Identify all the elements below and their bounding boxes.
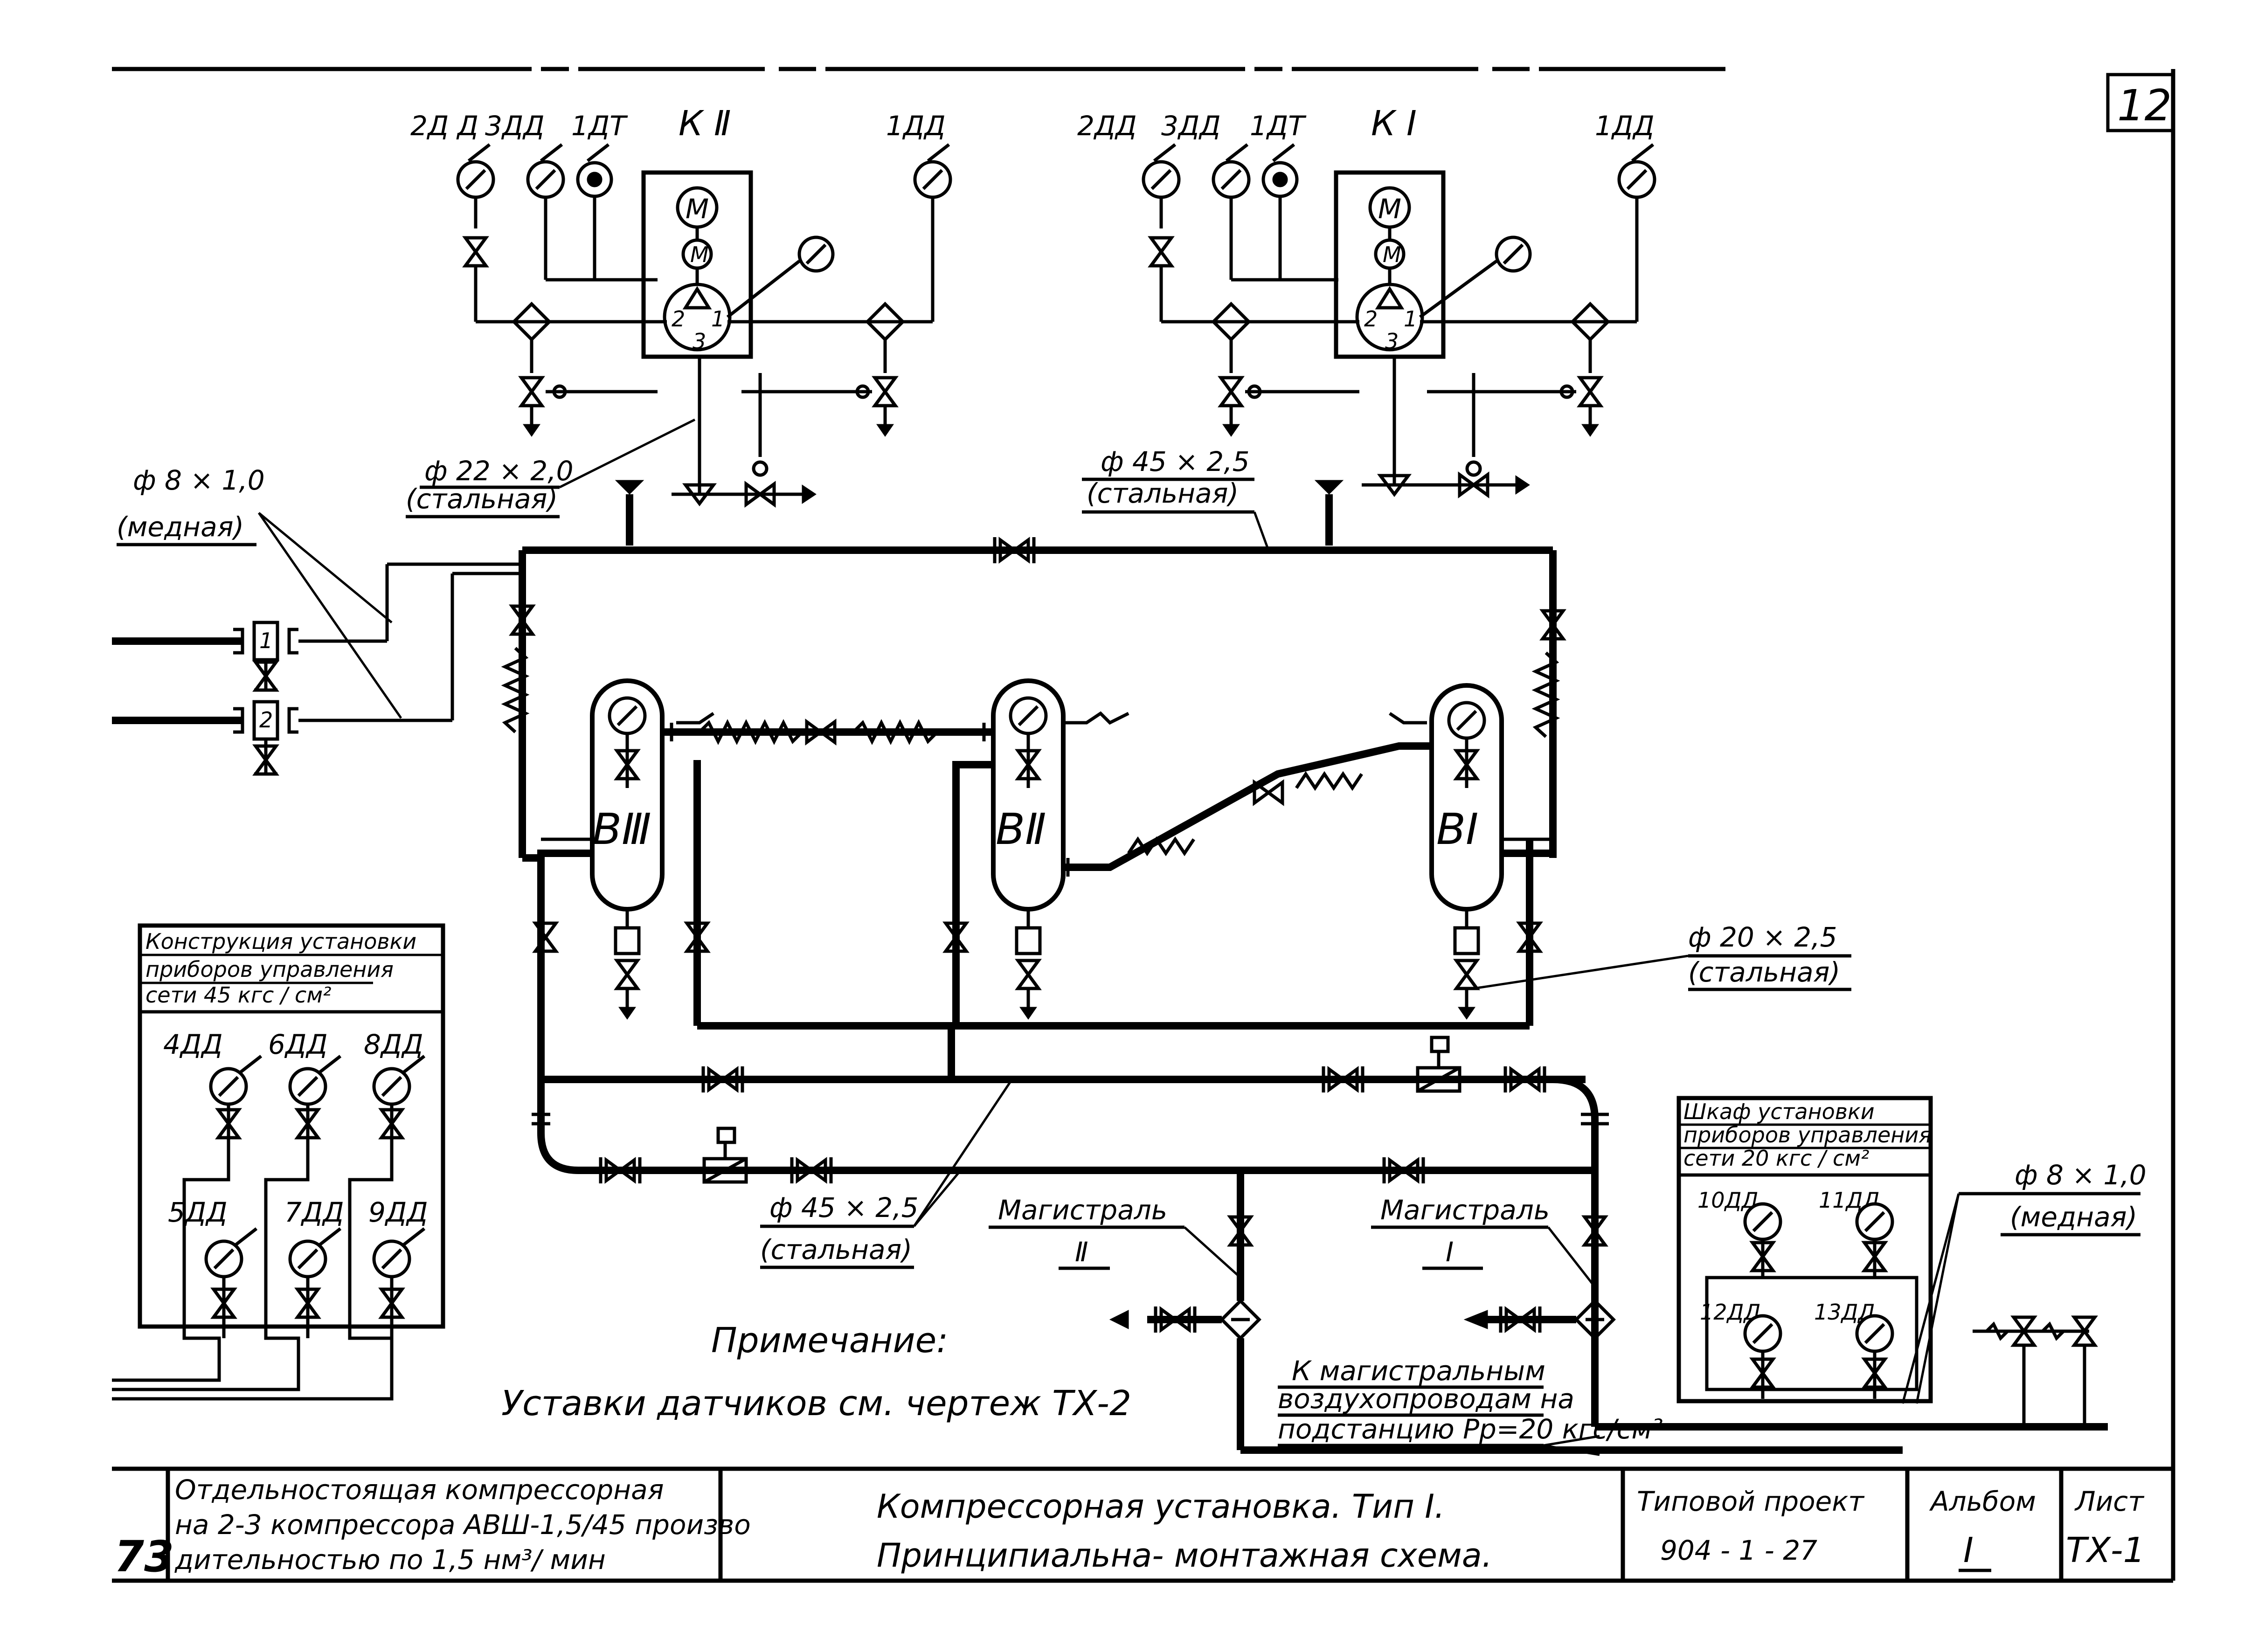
k2-steel-material: (стальная) [406,483,558,515]
bottom-steel-material: (стальная) [760,1234,912,1265]
left-gauge-4dd: 4ДД [163,1029,223,1060]
destination-line-1: К магистральным [1292,1355,1545,1387]
receiver-piping [522,711,1609,1352]
k1-steel-material: (стальная) [1087,477,1239,509]
k1-gauge-1dt: 1ДТ [1250,110,1307,142]
title-block: 73 Отдельностоящая компрессорная на 2-3 … [112,1466,2173,1583]
k2-motor: M [686,193,709,225]
right-copper-material: (медная) [2010,1201,2137,1233]
compressor-k1: 2ДД 3ДД 1ДТ К Ⅰ 1ДД M M 2 1 3 [1077,104,1655,546]
right-panel-title-3: сети 20 кгс / см² [1683,1146,1869,1171]
description-line-2: на 2-3 компрессора АВШ-1,5/45 произво [175,1509,751,1541]
right-steel-note: ф 20 × 2,5 (стальная) [1473,921,1851,991]
description-line-1: Отдельностоящая компрессорная [175,1474,664,1506]
k2-gauge-2dd: 2Д Д [410,110,478,142]
left-copper-material: (медная) [117,511,244,543]
left-code: 73 [114,1532,174,1582]
sheet-value: ТХ-1 [2066,1530,2145,1570]
sheet-label: Лист [2074,1486,2145,1517]
receiver-b1: ВⅠ [1436,804,1478,854]
k2-gauge-1dt: 1ДТ [571,110,628,142]
k2-gauge-3dd: 3ДД [485,110,545,142]
note-heading: Примечание: [711,1320,948,1361]
description-line-3: дительностью по 1,5 нм³/ мин [174,1544,606,1576]
sheet-number: 12 [2117,81,2172,131]
right-copper-size: ф 8 × 1,0 [2015,1159,2147,1191]
instrument-2: 2 [259,707,273,733]
bottom-steel-note: ф 45 × 2,5 (стальная) [760,1078,1013,1269]
bottom-steel-size: ф 45 × 2,5 [769,1192,919,1223]
k1-port-2: 2 [1364,306,1378,332]
receiver-b2: ВⅡ [996,804,1046,854]
album-label: Альбом [1929,1486,2036,1517]
k1-motor-small: M [1383,242,1401,267]
k1-steel-size: ф 45 × 2,5 [1101,446,1250,477]
top-pipe-notes: ф 22 × 2,0 (стальная) ф 45 × 2,5 (стальн… [406,418,1270,551]
compressor-k2: 2Д Д 3ДД 1ДТ К Ⅱ 1ДД M M 2 1 3 [410,104,950,546]
main1-label: Магистраль [1380,1194,1550,1226]
left-panel: Конструкция установки приборов управлени… [112,923,445,1401]
k2-motor-small: M [690,242,709,267]
instrument-1: 1 [259,628,273,653]
k1-gauge-3dd: 3ДД [1161,110,1221,142]
main2-number: Ⅱ [1075,1236,1088,1268]
k2-steel-size: ф 22 × 2,0 [424,455,574,487]
right-panel-title-1: Шкаф установки [1683,1099,1875,1124]
k1-motor: M [1378,193,1401,225]
right-panel-title-2: приборов управления [1683,1122,1932,1147]
left-panel-title-3: сети 45 кгс / см² [145,982,331,1008]
mains: Магистраль Ⅱ Магистраль Ⅰ К магистральны… [989,1170,2108,1456]
k1-port-3: 3 [1385,329,1399,354]
left-gauge-9dd: 9ДД [368,1196,428,1228]
right-steel-material: (стальная) [1688,956,1840,988]
project-label: Типовой проект [1637,1486,1865,1517]
k2-port-2: 2 [672,306,685,332]
right-gauge-10dd: 10ДД [1697,1188,1758,1213]
note: Примечание: Уставки датчиков см. чертеж … [501,1320,1131,1424]
k1-title: К Ⅰ [1371,104,1417,144]
left-gauge-6dd: 6ДД [268,1029,328,1060]
header-pipe [505,537,1563,858]
k2-title: К Ⅱ [679,104,731,144]
project-number: 904 - 1 - 27 [1660,1534,1817,1566]
title-line-1: Компрессорная установка. Тип Ⅰ. [877,1487,1445,1526]
title-line-2: Принципиальна- монтажная схема. [877,1536,1492,1575]
right-panel: Шкаф установки приборов управления сети … [1676,1096,2147,1427]
receiver-b3: ВⅢ [592,804,651,854]
k1-gauge-1dd: 1ДД [1595,110,1655,142]
k1-gauge-2dd: 2ДД [1077,110,1137,142]
left-gauge-5dd: 5ДД [168,1196,228,1228]
left-panel-title-1: Конструкция установки [145,929,416,954]
left-instruments: 1 2 ф 8 × 1,0 (медная) [112,464,522,776]
album-value: Ⅰ [1963,1530,1974,1570]
receivers: ВⅢ ВⅡ ВⅠ [590,678,1504,1019]
main2-label: Магистраль [998,1194,1167,1226]
note-text: Уставки датчиков см. чертеж ТХ-2 [501,1383,1131,1424]
destination-line-2: воздухопроводам на [1278,1383,1574,1415]
k2-port-3: 3 [693,329,706,354]
left-panel-title-2: приборов управления [145,957,394,982]
k2-port-1: 1 [711,306,725,332]
left-copper-size: ф 8 × 1,0 [133,464,265,496]
k2-gauge-1dd: 1ДД [886,110,946,142]
main1-number: Ⅰ [1446,1236,1454,1268]
left-gauge-7dd: 7ДД [284,1196,344,1228]
right-steel-size: ф 20 × 2,5 [1688,921,1837,953]
left-gauge-8dd: 8ДД [364,1029,423,1060]
k1-port-1: 1 [1404,306,1417,332]
destination-line-3: подстанцию Pр=20 кгс/см² [1278,1413,1663,1445]
